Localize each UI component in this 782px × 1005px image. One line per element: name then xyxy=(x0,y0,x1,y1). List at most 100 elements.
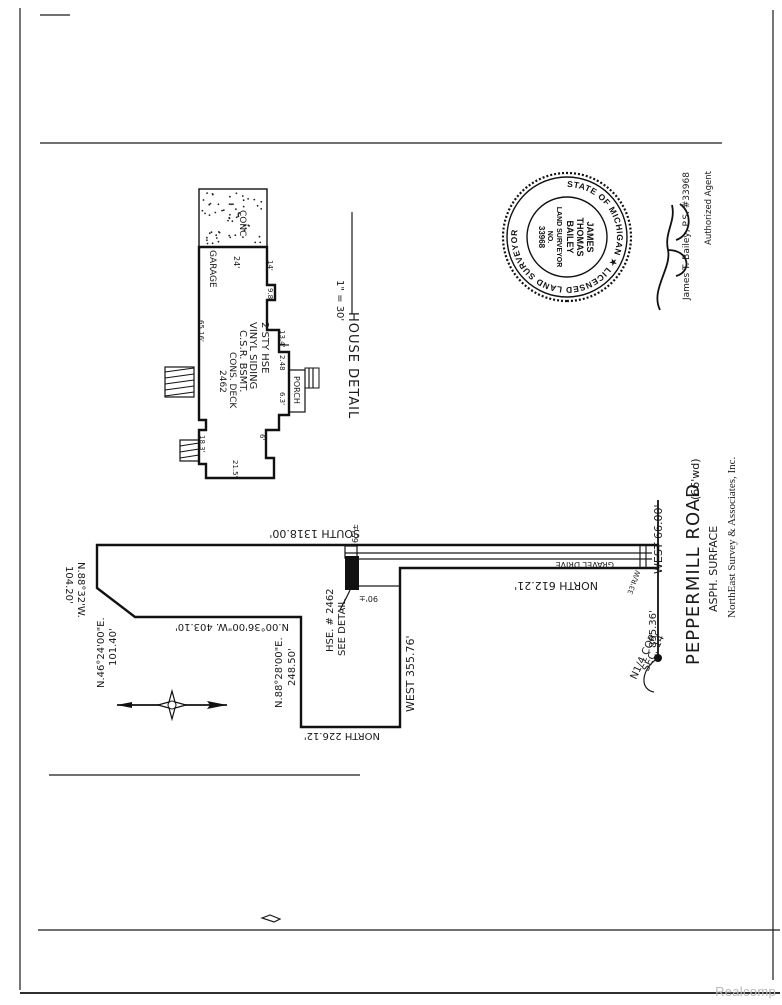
seal-line-1: JAMES xyxy=(585,221,595,252)
deck-box xyxy=(164,366,195,398)
stipple-dot xyxy=(211,193,214,195)
signature xyxy=(656,203,690,311)
stipple-dot xyxy=(235,192,238,195)
stipple-dot xyxy=(228,203,231,206)
porch xyxy=(288,369,306,413)
n0036-line: N.00°36'00"W. 403.10' xyxy=(175,621,289,632)
stipple-dot xyxy=(222,209,225,212)
stipple-dot xyxy=(215,237,218,239)
stipple-dot xyxy=(238,212,241,214)
stipple-dot xyxy=(256,204,259,207)
stipple-dot xyxy=(232,203,234,206)
house-outline xyxy=(197,245,291,480)
garage-width: 24' xyxy=(232,256,241,268)
hse-desc-2: VINYL SIDING xyxy=(247,322,258,389)
stipple-dot xyxy=(228,234,231,237)
hse-desc-4: CONS. DECK xyxy=(227,352,237,409)
stipple-dot xyxy=(206,192,209,195)
stipple-dot xyxy=(208,214,211,217)
stipple-dot xyxy=(202,199,205,201)
page-frame xyxy=(19,8,780,994)
stipple-dot xyxy=(228,216,231,219)
stipple-dot xyxy=(259,241,262,244)
stipple-dot xyxy=(234,234,237,237)
dim-1: 65.16' xyxy=(197,320,205,342)
n8832-a: N.88°32'W. xyxy=(75,562,86,618)
seal-line-5: NO. xyxy=(546,231,553,244)
stipple-dot xyxy=(209,202,212,205)
seal-line-2: THOMAS xyxy=(575,218,585,257)
hse-note: HSE. # 2462 xyxy=(325,588,336,652)
west-66-line: WEST 66.00' xyxy=(652,504,665,574)
gravel-drive: GRAVEL DRIVE xyxy=(555,560,614,569)
stipple-dot xyxy=(217,203,220,206)
north-226-line: NORTH 226.12' xyxy=(304,730,380,741)
signature-block: James T. Bailey, P.S. #33968 Authorized … xyxy=(656,170,714,311)
seal-line-3: BAILEY xyxy=(565,220,575,253)
porch-steps xyxy=(304,367,320,389)
north-arrow xyxy=(117,688,227,722)
stipple-dot xyxy=(229,213,231,216)
stipple-dot xyxy=(241,195,244,197)
see-detail: SEE DETAIL xyxy=(337,599,348,656)
dim-6: 21.5' xyxy=(231,460,239,478)
dim-5: 6' xyxy=(258,434,266,440)
dim-9: 6.3' xyxy=(278,392,286,405)
stipple-dot xyxy=(206,242,209,245)
seal-line-6: 33968 xyxy=(537,226,546,249)
stipple-dot xyxy=(243,224,246,227)
house-detail-title: HOUSE DETAIL xyxy=(345,312,360,419)
stipple-dot xyxy=(206,239,208,242)
stipple-dot xyxy=(229,236,232,239)
surveyor-seal: STATE OF MICHIGAN ★ LICENSED LAND SURVEY… xyxy=(501,171,633,303)
conc-stipple xyxy=(201,192,263,245)
porch-label: PORCH xyxy=(292,376,301,404)
road-surface: ASPH. SURFACE xyxy=(707,526,720,612)
stipple-dot xyxy=(206,236,208,239)
n4624-b: 101.40' xyxy=(108,628,119,666)
hse-desc-3: C.S.R. BSMT. xyxy=(237,330,248,392)
n8828-b: 248.50' xyxy=(287,648,298,686)
dim-2: 14' xyxy=(266,260,274,271)
dist-895: 895.36' xyxy=(648,610,659,648)
stipple-dot xyxy=(208,232,211,235)
hse-desc-5: 2462 xyxy=(217,370,227,393)
road-width-note: (66'wd) xyxy=(689,458,702,500)
west-355-line: WEST 355.76' xyxy=(404,635,417,712)
stipple-dot xyxy=(230,203,233,206)
stipple-dot xyxy=(243,229,246,232)
dist-65: 65'± xyxy=(351,524,360,543)
house-footprint xyxy=(345,556,359,590)
stipple-dot xyxy=(242,236,244,239)
smudge-mark xyxy=(260,914,282,923)
stipple-dot xyxy=(217,231,220,233)
n8832-b: 104.20' xyxy=(63,566,74,604)
n8828-a: N.88°28'00"E. xyxy=(274,637,285,708)
dim-8: 13.4' xyxy=(278,330,286,348)
stipple-dot xyxy=(217,240,220,243)
firm-name: NorthEast Survey & Associates, Inc. xyxy=(726,456,738,618)
road-labels: PEPPERMILL ROAD (66'wd) ASPH. SURFACE No… xyxy=(683,456,738,665)
stipple-dot xyxy=(210,231,213,234)
stipple-dot xyxy=(208,203,211,206)
n4624-a: N.46°24'00"E. xyxy=(96,617,107,688)
stipple-dot xyxy=(235,208,237,211)
surveyor-line: James T. Bailey, P.S. #33968 xyxy=(682,172,692,301)
stipple-dot xyxy=(247,198,250,200)
agent-line: Authorized Agent xyxy=(704,170,714,245)
row-note: 33'R/W xyxy=(626,569,642,595)
road-name: PEPPERMILL ROAD xyxy=(683,483,704,665)
stipple-dot xyxy=(221,209,224,212)
deck-hatch xyxy=(164,367,195,397)
seal-line-4: LAND SURVEYOR xyxy=(555,207,562,268)
stipple-dot xyxy=(231,220,234,223)
north-612-line: NORTH 612.21' xyxy=(514,579,598,592)
stipple-dot xyxy=(244,227,247,230)
stipple-dot xyxy=(260,200,263,203)
south-line: SOUTH 1318.00' xyxy=(269,527,360,540)
stipple-dot xyxy=(215,234,218,237)
stipple-dot xyxy=(242,205,245,208)
stipple-dot xyxy=(253,198,256,201)
stoop-box xyxy=(179,439,200,462)
